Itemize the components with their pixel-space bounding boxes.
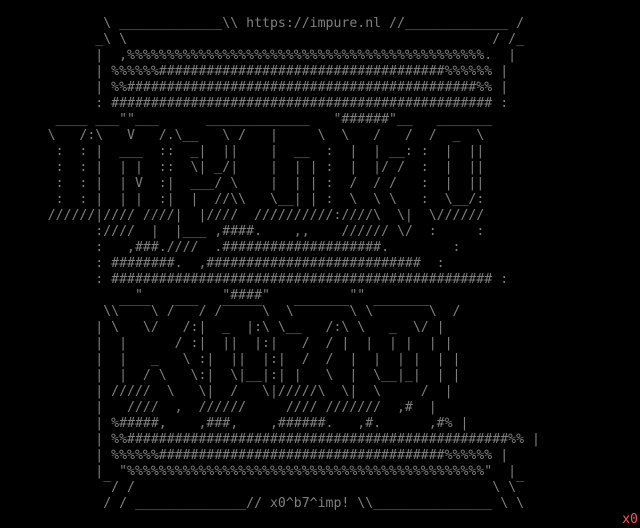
ascii-art-banner: \ _____________\\ https://impure.nl //__… xyxy=(0,0,540,511)
art-line: _\ \ / /_ xyxy=(0,32,525,47)
art-line: ____ ___""___ _____________ "######"__ _… xyxy=(0,112,493,127)
art-line xyxy=(0,0,540,16)
art-line: : ######################################… xyxy=(0,96,509,111)
art-line: | | / \ \:| \|__|:| | \ | \__|_| | | xyxy=(0,368,461,383)
art-line: | \ \/ /:| _ |:\ \__ /:\ \ _ \/ | xyxy=(0,320,445,335)
art-line: | %#####, ,###, ,######. ,#. ,#% | xyxy=(0,416,469,431)
art-line: : : | ___ :: _| || | __ : | | __: : | || xyxy=(0,144,485,159)
art-line: : : | | | :| | //\\ \__| | : \ \ \ : \__… xyxy=(0,192,485,207)
art-line: | "%%%%%%%%%%%%%%%%%%%%%%%%%%%%%%%%%%%%%… xyxy=(0,464,517,479)
art-line: " "####" "" xyxy=(0,288,366,303)
art-line: | %%####################################… xyxy=(0,432,540,447)
art-line: | %%####################################… xyxy=(0,80,509,95)
art-line: | %%%%%%################################… xyxy=(0,448,509,463)
art-line: : ,###.//// .####################. : xyxy=(0,240,461,255)
art-line: : ########. ,###########################… xyxy=(0,256,445,271)
art-line: ://// | |___ ,####. ,, ////// \/ : : xyxy=(0,224,485,239)
footer-signature-line: / / ______________// x0^b7^imp! \\______… xyxy=(0,496,525,511)
art-line: \ /:\ V /.\__ \ / | \ \ / / / _ \ xyxy=(0,128,485,143)
art-line: : : | | | :: \| _/| | | | : | |/ / : | |… xyxy=(0,160,485,175)
art-line: | //// , ////// //// /////// ,# | xyxy=(0,400,437,415)
art-line: \\‾‾‾‾\ /‾‾‾/ /‾‾‾‾‾\ \‾‾‾‾‾‾‾\ \‾‾‾‾‾‾‾… xyxy=(0,304,461,319)
art-line: | | / :| || |:| / / | | | | | | xyxy=(0,336,453,351)
art-line: | ,%%%%%%%%%%%%%%%%%%%%%%%%%%%%%%%%%%%%%… xyxy=(0,48,517,63)
art-line: : ######################################… xyxy=(0,272,509,287)
header-url-line: \ _____________\\ https://impure.nl //__… xyxy=(0,16,525,31)
art-line: | | _ \ :| || |:| / / | | | | | | xyxy=(0,352,461,367)
art-line: : : | | V :| ___/ \ | | | : / / / : | || xyxy=(0,176,485,191)
art-line: | %%%%%%################################… xyxy=(0,64,509,79)
art-line: //////|//// ////| |//// //////////:////\… xyxy=(0,208,493,223)
status-indicator: x0 xyxy=(622,512,638,527)
art-line: | ///// \ \| / \|/////\ \| \ / | xyxy=(0,384,453,399)
art-line: ‾/ / \ \‾ xyxy=(0,480,525,495)
